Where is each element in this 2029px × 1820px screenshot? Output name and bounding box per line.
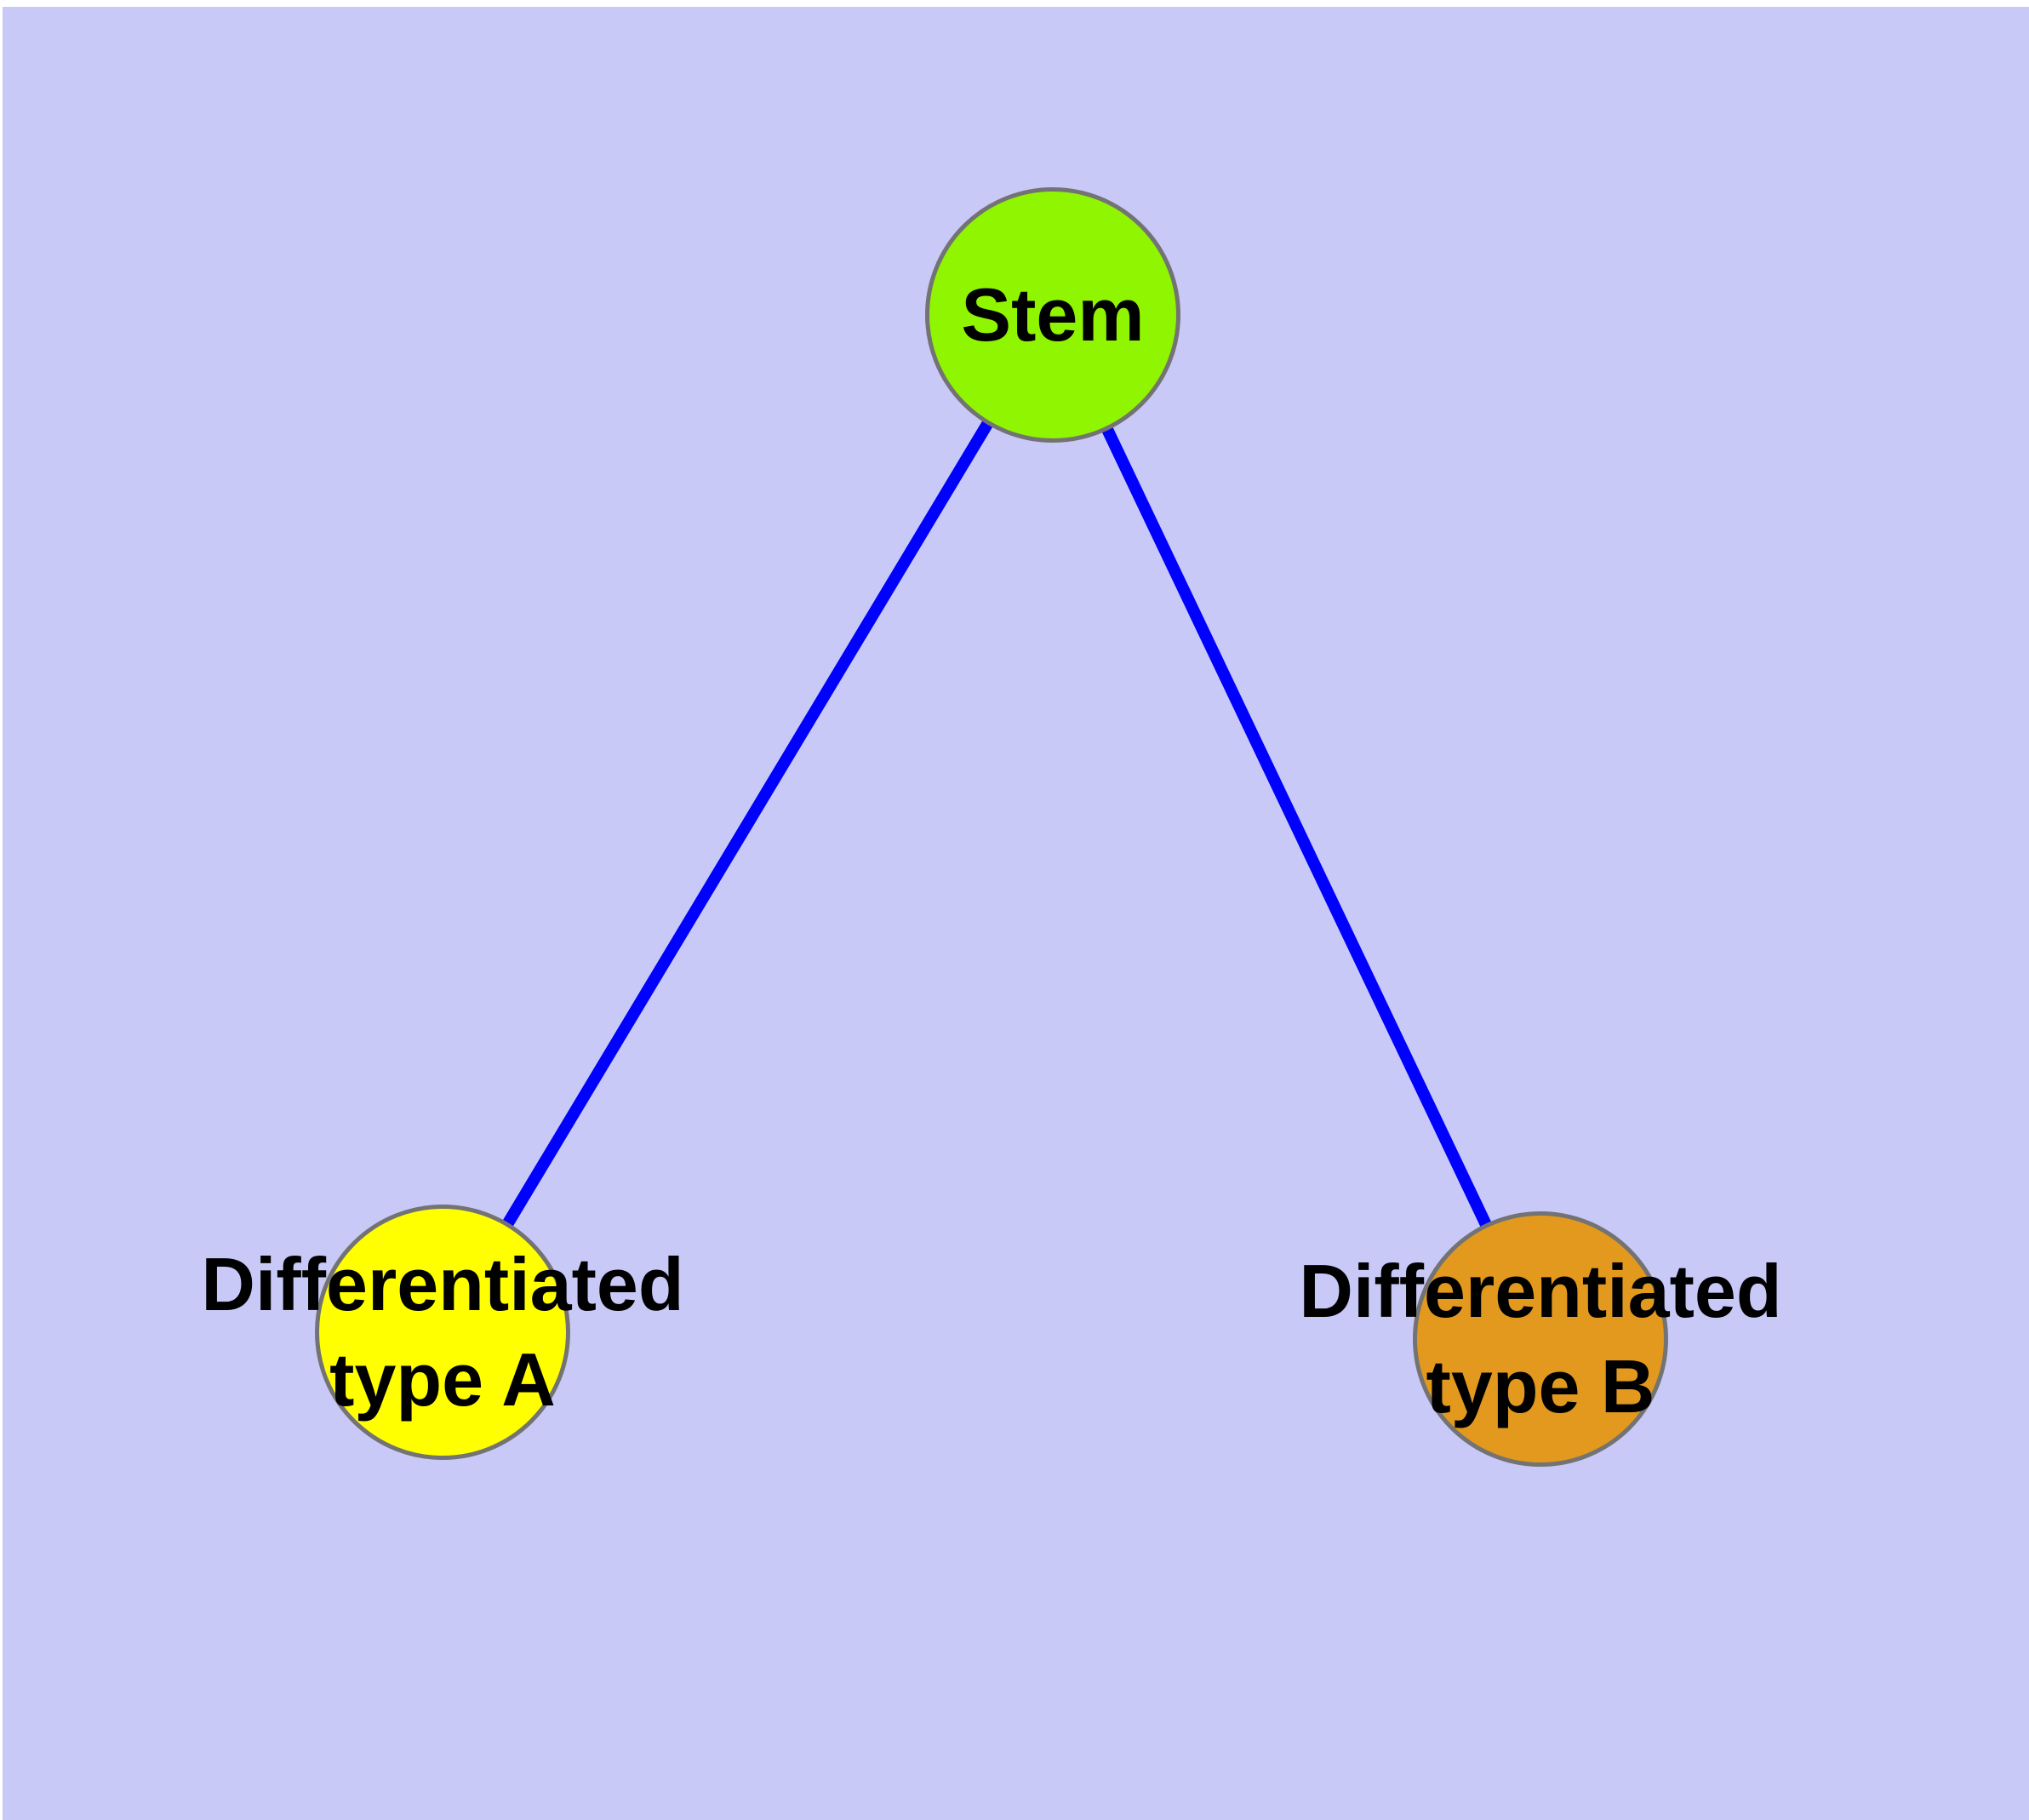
edges-layer — [437, 312, 1546, 1342]
diagram-canvas: Stem Differentiated type A Differentiate… — [3, 7, 2029, 1820]
node-differentiated-type-a: Differentiated type A — [201, 1205, 684, 1460]
node-stem-label: Stem — [961, 272, 1145, 357]
node-stem: Stem — [925, 187, 1180, 443]
node-differentiated-type-a-label: Differentiated type A — [201, 1242, 684, 1422]
node-differentiated-type-b-label: Differentiated type B — [1299, 1249, 1782, 1428]
node-differentiated-type-b: Differentiated type B — [1299, 1211, 1782, 1467]
edge-stem-to-type-b — [1047, 312, 1546, 1342]
edge-stem-to-type-a — [437, 312, 1059, 1336]
